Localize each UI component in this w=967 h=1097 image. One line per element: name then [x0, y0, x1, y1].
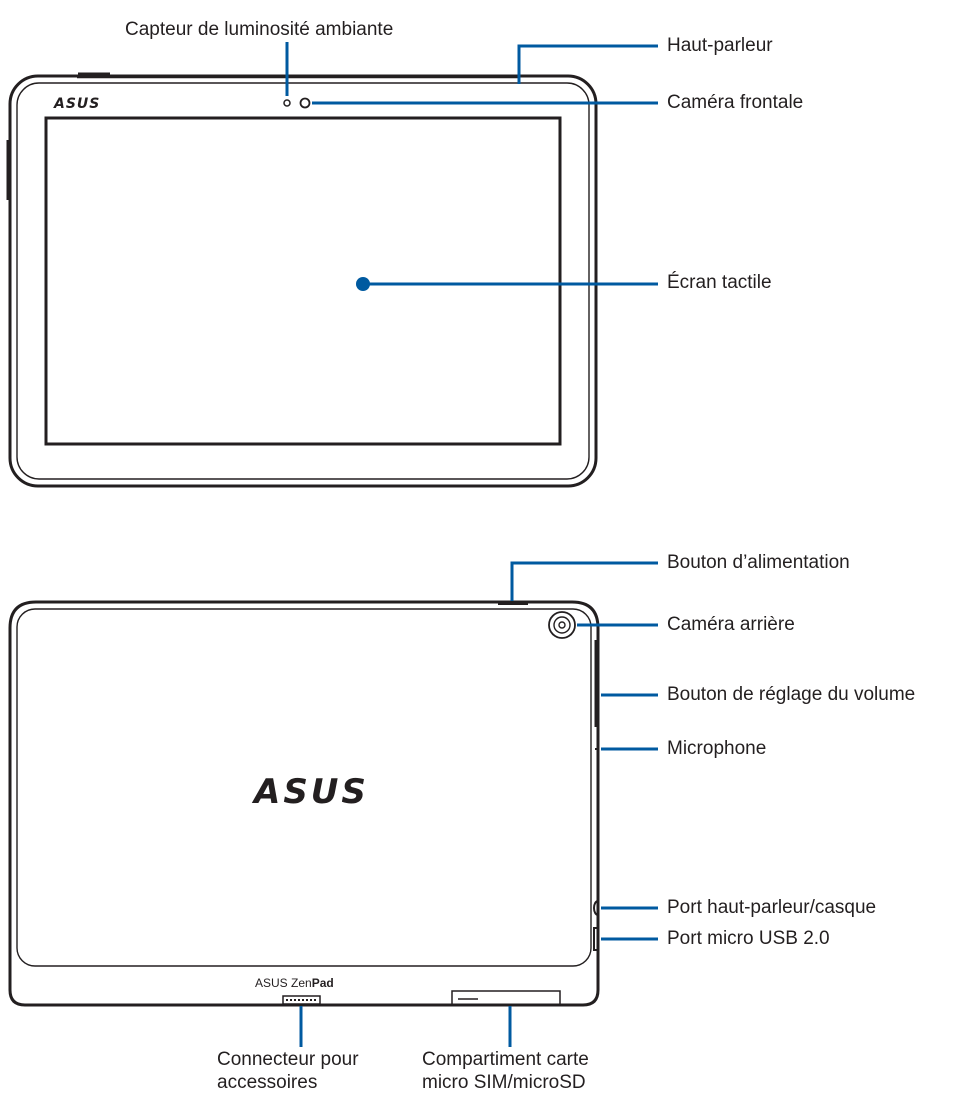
label-rear-camera: Caméra arrière — [667, 614, 795, 635]
front-inner-bezel — [16, 82, 590, 480]
label-power-button: Bouton d’alimentation — [667, 552, 850, 573]
micro-usb-port-shape — [593, 927, 599, 951]
label-accessory-connector-line1: Connecteur pour — [217, 1049, 359, 1070]
label-sim-slot-line1: Compartiment carte — [422, 1049, 589, 1070]
front-callouts — [285, 42, 658, 291]
accessory-connector-shape — [282, 995, 321, 1005]
label-touch-screen: Écran tactile — [667, 272, 772, 293]
model-name-light: Zen — [291, 976, 312, 990]
label-speaker: Haut-parleur — [667, 35, 773, 56]
label-sim-slot-line2: micro SIM/microSD — [422, 1072, 586, 1093]
rear-camera-ring-middle — [553, 616, 571, 634]
touch-screen-callout-dot — [356, 277, 370, 291]
touch-screen-area — [44, 116, 562, 446]
headphone-port-shape — [593, 900, 599, 916]
rear-asus-logo: ASUS — [254, 772, 369, 812]
front-outer-body — [8, 74, 598, 488]
rear-back-panel — [16, 608, 592, 967]
label-front-camera: Caméra frontale — [667, 92, 804, 113]
front-camera-lens — [299, 97, 311, 109]
model-brand-asus: ASUS — [255, 976, 288, 990]
label-headphone-port: Port haut-parleur/casque — [667, 897, 877, 918]
sim-tray-shape — [451, 990, 561, 1006]
rear-outer-body — [8, 600, 600, 1007]
ambient-light-sensor-dot — [283, 99, 291, 107]
callout-line-power-button — [510, 561, 658, 601]
rear-callouts — [299, 561, 658, 1047]
callout-line-speaker — [517, 44, 658, 84]
rear-camera-lens — [558, 621, 566, 629]
front-view-device — [6, 72, 598, 488]
label-ambient-light-sensor: Capteur de luminosité ambiante — [125, 19, 394, 40]
label-volume-button: Bouton de réglage du volume — [667, 684, 916, 705]
rear-camera-ring-outer — [548, 611, 576, 639]
model-name-bold: Pad — [311, 976, 334, 990]
model-brand-label: ASUS ZenPad — [255, 976, 334, 990]
label-accessory-connector-line2: accessoires — [217, 1072, 318, 1093]
label-microphone: Microphone — [667, 738, 767, 759]
label-micro-usb-port: Port micro USB 2.0 — [667, 928, 830, 949]
rear-view-device — [8, 600, 600, 1007]
front-asus-logo: ASUS — [54, 96, 101, 112]
